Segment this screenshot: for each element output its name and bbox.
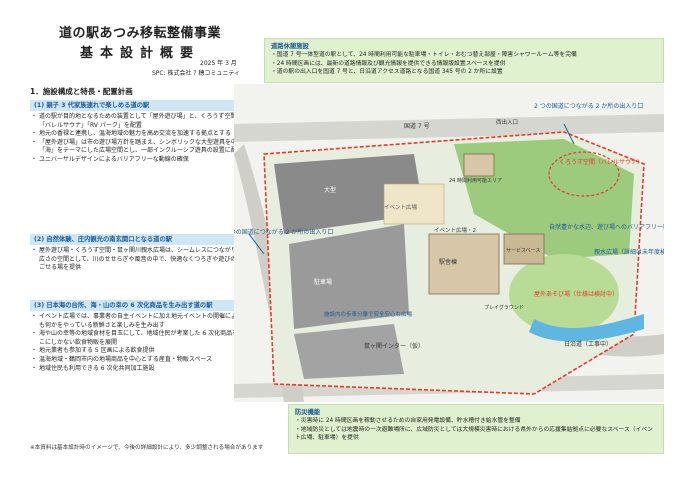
road-item: ・24 時間区画には、最新の道路情報及び観光情報を提供できる情報版設置スペースを… (271, 60, 506, 67)
panel-heading: (1) 親子 3 代家族連れで楽しめる道の駅 (30, 100, 264, 111)
list-item: ユニバーサルデザインによるバリアフリーな動線の確保 (31, 156, 262, 165)
grass-area (454, 139, 634, 259)
label-west-exit: 西出入口 (496, 118, 518, 126)
document-date: 2025 年 3 月 (200, 60, 237, 67)
panel-family: (1) 親子 3 代家族連れで楽しめる道の駅 道の駅が目的地となるための装置とし… (30, 100, 264, 165)
list-item: 「屋外遊び場」は市の遊び場方針を踏まえ、シンボリックな大型遊具を中心に「海」をテ… (31, 139, 262, 156)
label-station-building: 駅舎棟 (439, 258, 457, 266)
road-facilities-box: 道路休憩施設 ・国道 7 号一体型道の駅として、24 時間利用可能な駐車場・トイ… (264, 38, 664, 83)
disaster-box: 防災機能 ・災害時に 24 時間区画を稼動させるための自家用発電設備、貯水槽付き… (288, 404, 664, 454)
panel-kitchen: (3) 日本海の台所、海・山の幸の 6 次化商品を生み出す道の駅 イベント広場で… (30, 300, 264, 373)
label-car-parking: 駐車場 (314, 278, 332, 286)
label-nichiendou: 日沿道（工事中） (564, 340, 612, 348)
panel-heading: (3) 日本海の台所、海・山の幸の 6 次化商品を生み出す道の駅 (30, 300, 264, 311)
label-entrance-left: 2 つの国道につながる 2 か所の出入り口 (234, 228, 333, 236)
organization-name: SPC: 株式会社 ｱ 穂コミュニティ (152, 70, 240, 77)
label-riverside: 親水広場（詳細は未年度検討） (594, 248, 664, 256)
label-service-base: サービスベース (506, 247, 540, 254)
document-title: 道の駅あつみ移転整備事業 基本設計概要 (28, 22, 252, 61)
label-playground: プレイグラウンド (484, 304, 524, 311)
car-parking-lot (289, 224, 409, 329)
label-entrance-top: 2 つの国道につながる 2 か所の出入り口 (534, 102, 643, 110)
label-large-parking: 大型 (324, 186, 336, 194)
site-plan-svg: 2 つの国道につながる 2 か所の出入り口 くろうず空間（バレルサウナ） 国道 … (234, 84, 664, 402)
site-plan-map: 2 つの国道につながる 2 か所の出入り口 くろうず空間（バレルサウナ） 国道 … (234, 84, 664, 402)
disaster-heading: 防災機能 (295, 409, 321, 416)
list-item: 地元の香禄と連携し、温海地域の魅力を高め交流を加速する拠点とする (31, 130, 262, 139)
label-outdoor-play: 屋外あそび場（仕様は検討中） (534, 290, 618, 298)
list-item: 温海地域・鶴岡市内の地場商品を中心とする産直・物販スペース (31, 356, 262, 365)
panel-nature: (2) 自然体験、庄内観光の南玄関口となる道の駅 屋外遊び場・くろうず空間・鼠ヶ… (30, 234, 264, 273)
panel-heading: (2) 自然体験、庄内観光の南玄関口となる道の駅 (30, 234, 264, 245)
event-plaza (383, 183, 445, 225)
road-route7 (234, 114, 664, 142)
entrance-arrow-left (248, 233, 265, 255)
lower-parking-lot (294, 324, 404, 379)
title-line-1: 道の駅あつみ移転整備事業 (58, 26, 221, 41)
label-event-plaza-2: イベント広場・2 (434, 226, 476, 234)
title-line-2: 基本設計概要 (79, 46, 200, 61)
panel-list: 道の駅が目的地となるための装置として「屋外遊び場」と、くろうず空間として「バレル… (30, 111, 264, 165)
panel-list: 屋外遊び場・くろうず空間・鼠ヶ関川親水広場は、シームレスにつながり一体的な広さの… (30, 245, 264, 273)
label-event-plaza: イベント広場 (384, 203, 418, 211)
list-item: イベント広場では、事業者の自主イベントに加え地元イベントの開催により、いつも何か… (31, 313, 262, 330)
river (529, 314, 644, 342)
station-building (428, 233, 500, 295)
label-nature-path: 自然豊かな水辺、遊び場へのバリアフリー動線 (549, 223, 664, 231)
label-stay-path: 施設内の歩車分離で安全安心な広場 (324, 310, 413, 318)
list-item: 道の駅が目的地となるための装置として「屋外遊び場」と、くろうず空間として「バレル… (31, 113, 262, 130)
road-facilities-heading: 道路休憩施設 (271, 43, 309, 50)
entrance-arrow-top (563, 123, 575, 145)
label-toilet-24h: 24 時間利用可能エリア (449, 177, 502, 184)
list-item: 地域住民も利用できる 6 次化共同加工施設 (31, 365, 262, 374)
disaster-item: ・災害時に 24 時間区画を稼動させるための自家用発電設備、貯水槽付き給水管を整… (295, 418, 521, 424)
panel-list: イベント広場では、事業者の自主イベントに加え地元イベントの開催により、いつも何か… (30, 311, 264, 373)
outdoor-play-area (509, 254, 619, 334)
disaster-item: ・地域防災としては地震時の一次避難場所に、広域防災としては大規模災害時における県… (295, 426, 653, 442)
footnote: ※本資料は基本設計時のイメージで、今後の詳細設計により、多少調整される場合があり… (30, 445, 264, 451)
label-kurouzu: くろうず空間（バレルサウナ） (559, 158, 643, 166)
label-route7: 国道 7 号 (404, 122, 430, 130)
label-nezugaseki: 鼠ヶ関インター（仮） (364, 342, 424, 350)
list-item: 屋外遊び場・くろうず空間・鼠ヶ関川親水広場は、シームレスにつながり一体的な広さの… (31, 247, 262, 273)
kurouzu-circle (548, 151, 620, 197)
toilet-24h-building (463, 153, 495, 177)
list-item: 地元業者も参加する 5 区画による飲食提供 (31, 347, 262, 356)
list-item: 海や山の幸等の地域食材を目玉にして、地域住民が考案した 6 次化商品を含めここに… (31, 330, 262, 347)
road-item: ・道の駅の出入口を国道 7 号と、日沿道アクセス道路となる国道 345 号の 2… (271, 69, 503, 76)
service-base (503, 233, 545, 265)
road-item: ・国道 7 号一体型道の駅として、24 時間利用可能な駐車場・トイレ・おむつ替え… (271, 52, 577, 58)
section-heading: 1．施設構成と特長・配置計画 (30, 87, 133, 96)
